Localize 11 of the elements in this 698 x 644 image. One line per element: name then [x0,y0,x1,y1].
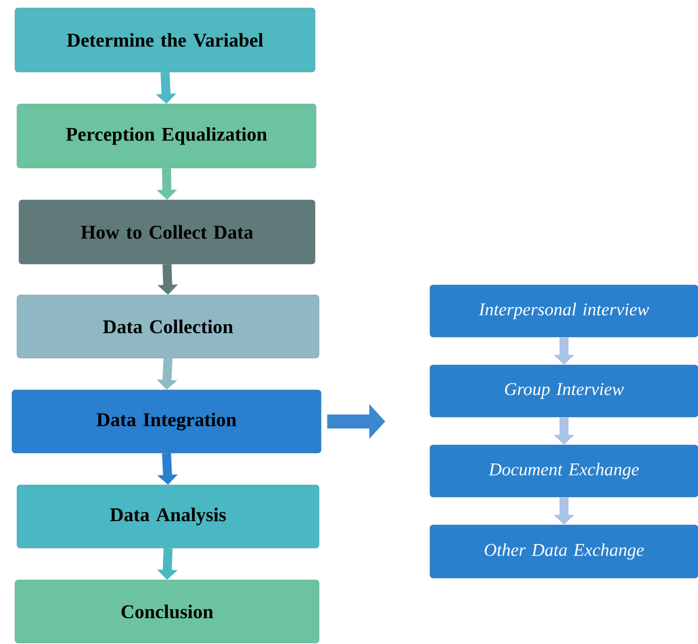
process-box: Perception Equalization [16,104,316,168]
process-box: Document Exchange [430,444,698,498]
process-box: Data Integration [12,390,322,454]
process-box: Conclusion [14,580,320,644]
process-box: Data Analysis [16,484,320,548]
process-box: Determine the Variabel [14,8,316,72]
process-box: Other Data Exchange [430,524,698,578]
process-box: Group Interview [430,364,698,418]
process-box: How to Collect Data [18,200,316,264]
process-box: Data Collection [16,294,320,358]
process-box: Interpersonal interview [430,284,698,338]
